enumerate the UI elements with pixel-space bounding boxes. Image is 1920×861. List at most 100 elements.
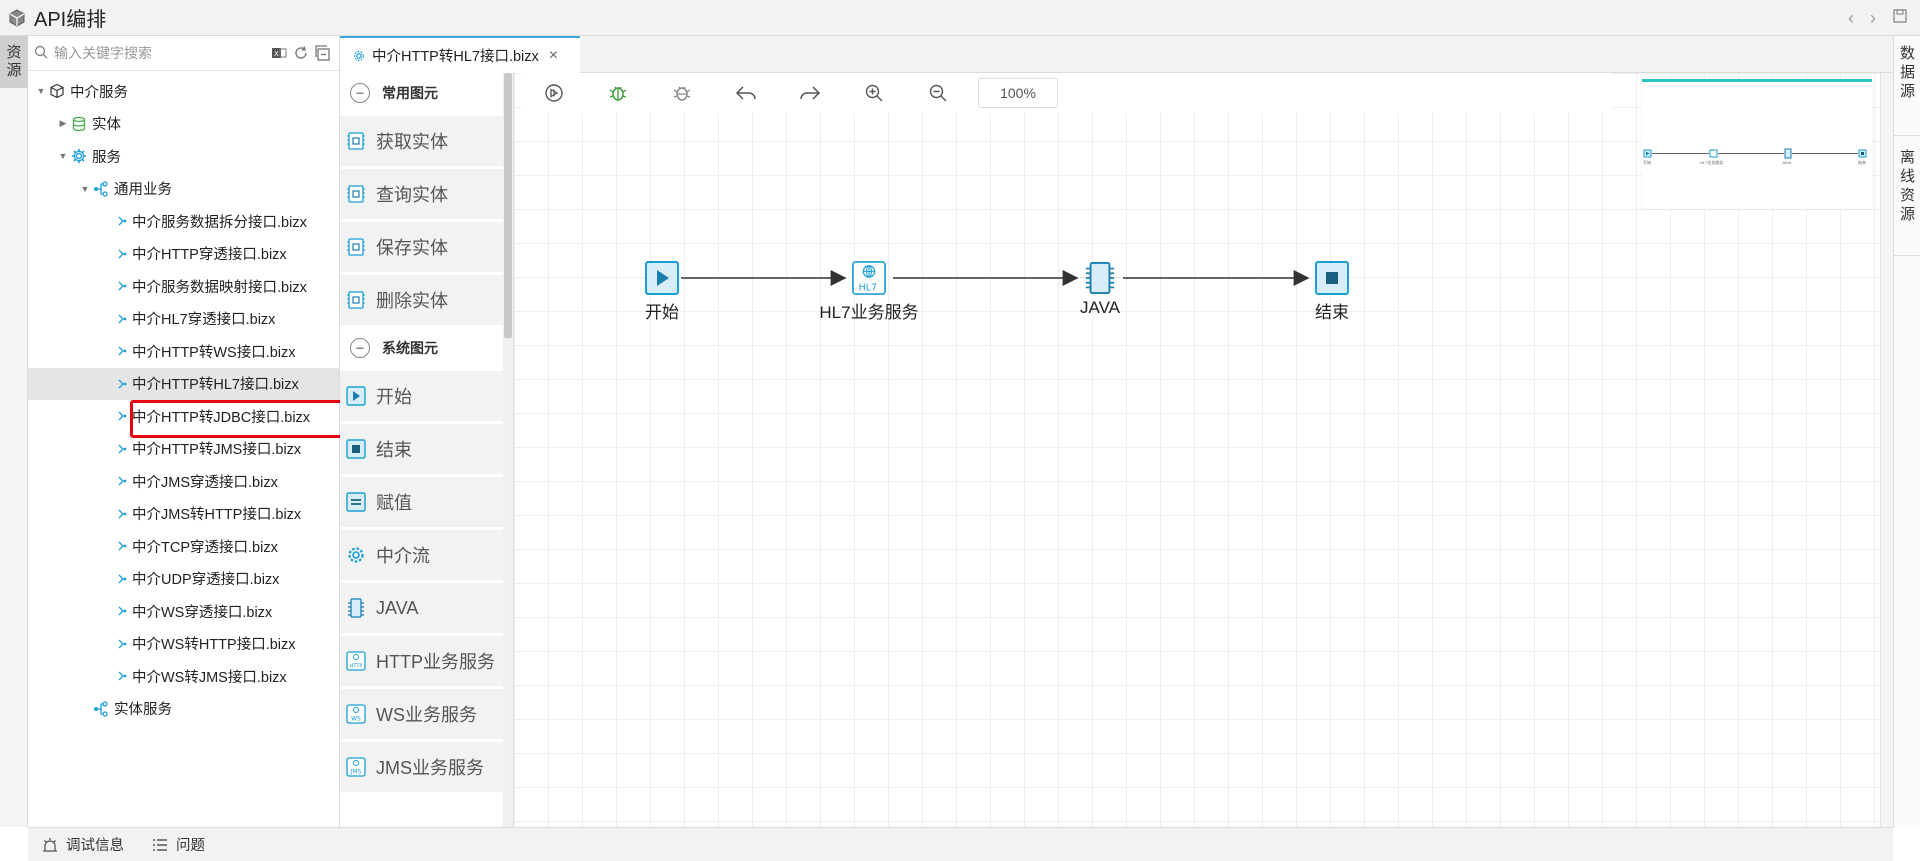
zoom-level-field[interactable]: 100% (978, 78, 1058, 108)
tree-node-general-business[interactable]: ▼ 通用业务 (28, 173, 339, 206)
flow-node-end[interactable]: 结束 (1310, 261, 1354, 323)
palette-item-label: 开始 (376, 387, 412, 407)
hl7-globe-icon: HL7 (852, 261, 886, 295)
redo-button[interactable] (778, 73, 842, 113)
flow-tree-icon (92, 180, 110, 198)
flow-edges (681, 270, 1310, 286)
assign-icon (346, 492, 366, 512)
palette-item[interactable]: 开始 (340, 371, 505, 421)
palette-group-common[interactable]: − 常用图元 (340, 73, 513, 113)
palette-item[interactable]: 中介流 (340, 530, 505, 580)
tree-file-item[interactable]: 中介HTTP转JDBC接口.bizx (28, 400, 339, 433)
tree-file-item[interactable]: 中介UDP穿透接口.bizx (28, 563, 339, 596)
svg-text:X: X (274, 50, 279, 58)
refresh-icon[interactable] (291, 43, 311, 63)
tree-file-label: 中介HTTP转HL7接口.bizx (132, 377, 299, 394)
run-button[interactable] (522, 73, 586, 113)
collapse-group-icon[interactable]: − (350, 338, 370, 358)
tree-node-entity[interactable]: ▶ 实体 (28, 108, 339, 141)
tab-offline-resources[interactable]: 离 线 资 源 (1894, 136, 1920, 256)
tab-resources[interactable]: 资 源 (0, 36, 28, 88)
flow-node-start[interactable]: 开始 (640, 261, 684, 323)
scrollbar-thumb[interactable] (504, 73, 512, 338)
expand-arrow-icon[interactable]: ▼ (80, 183, 90, 194)
stop-debug-button[interactable] (650, 73, 714, 113)
expand-arrow-icon[interactable]: ▼ (58, 151, 68, 162)
tree-file-item[interactable]: 中介WS转JMS接口.bizx (28, 660, 339, 693)
save-icon[interactable] (1892, 8, 1908, 29)
package-icon (48, 82, 66, 100)
debug-info-label: 调试信息 (66, 838, 124, 854)
bug-icon (609, 86, 627, 101)
tree-file-item[interactable]: 中介TCP穿透接口.bizx (28, 530, 339, 563)
palette-item[interactable]: 赋值 (340, 477, 505, 527)
bug-stop-icon (673, 86, 691, 101)
collapse-group-icon[interactable]: − (350, 83, 370, 103)
left-tab-strip: 资 源 (0, 36, 28, 827)
expand-arrow-icon[interactable]: ▼ (36, 86, 46, 97)
debug-info-tab[interactable]: 调试信息 (42, 834, 124, 855)
tree-file-item[interactable]: 中介HTTP穿透接口.bizx (28, 238, 339, 271)
export-excel-icon[interactable]: X (269, 43, 289, 63)
nav-back-icon[interactable]: ‹ (1848, 7, 1854, 28)
tree-file-item[interactable]: 中介HL7穿透接口.bizx (28, 303, 339, 336)
palette-item[interactable]: 删除实体 (340, 275, 505, 325)
ws-icon: WS (346, 704, 366, 724)
zoom-in-icon (865, 84, 883, 102)
zoom-out-button[interactable] (906, 73, 970, 113)
gear-icon (346, 545, 366, 565)
minimap[interactable]: 开始 HL7业务服务 JAVA 结束 (1642, 79, 1872, 209)
problems-tab[interactable]: 问题 (152, 834, 205, 855)
close-icon[interactable]: × (548, 46, 559, 64)
palette-item[interactable]: 结束 (340, 424, 505, 474)
tree-node-entity-service[interactable]: 实体服务 (28, 693, 339, 726)
svg-text:JMS: JMS (350, 769, 362, 776)
canvas-scrollbar[interactable] (1880, 73, 1893, 827)
tree-node-label: 中介服务 (70, 84, 128, 101)
tree-file-item[interactable]: 中介WS穿透接口.bizx (28, 595, 339, 628)
palette-item[interactable]: JAVA (340, 583, 505, 633)
tree-file-label: 中介HL7穿透接口.bizx (132, 312, 276, 329)
tab-datasource[interactable]: 数 据 源 (1894, 36, 1920, 136)
svg-text:HTTP: HTTP (350, 664, 363, 670)
flow-canvas[interactable]: 100% 开始 HL7 HL7业务服务 JAVA 结束 (514, 73, 1880, 827)
palette-item[interactable]: 查询实体 (340, 169, 505, 219)
resource-panel: X ▼ 中介服务 ▶ 实体 ▼ 服务 (28, 36, 352, 827)
tree-node-root[interactable]: ▼ 中介服务 (28, 75, 339, 108)
tree-node-label: 通用业务 (114, 182, 172, 199)
palette-item-label: 删除实体 (376, 291, 448, 311)
nav-forward-icon[interactable]: › (1870, 7, 1876, 28)
tree-node-label: 服务 (92, 149, 121, 166)
bizx-file-icon (116, 505, 128, 523)
zoom-in-button[interactable] (842, 73, 906, 113)
palette-item[interactable]: 保存实体 (340, 222, 505, 272)
tree-node-label: 实体服务 (114, 702, 172, 719)
tree-file-item[interactable]: 中介服务数据拆分接口.bizx (28, 205, 339, 238)
tree-file-item[interactable]: 中介JMS穿透接口.bizx (28, 465, 339, 498)
http-icon: HTTP (346, 651, 366, 671)
palette-item[interactable]: 获取实体 (340, 116, 505, 166)
palette-group-system[interactable]: − 系统图元 (340, 328, 513, 368)
tree-file-item[interactable]: 中介服务数据映射接口.bizx (28, 270, 339, 303)
delete-entity-icon (346, 290, 366, 310)
tree-file-item[interactable]: 中介HTTP转WS接口.bizx (28, 335, 339, 368)
search-input[interactable] (54, 45, 267, 61)
collapse-arrow-icon[interactable]: ▶ (59, 118, 67, 129)
palette-scrollbar[interactable] (503, 73, 513, 827)
tree-file-item[interactable]: 中介WS转HTTP接口.bizx (28, 628, 339, 661)
collapse-all-icon[interactable] (313, 43, 333, 63)
flow-node-hl7-service[interactable]: HL7 HL7业务服务 (814, 261, 924, 323)
undo-button[interactable] (714, 73, 778, 113)
tab-active-file[interactable]: 中介HTTP转HL7接口.bizx × (340, 36, 580, 73)
tree-file-item[interactable]: 中介HTTP转JMS接口.bizx (28, 433, 339, 466)
bizx-file-icon (116, 472, 128, 490)
debug-button[interactable] (586, 73, 650, 113)
tree-file-label: 中介JMS转HTTP接口.bizx (132, 507, 302, 524)
tree-file-item[interactable]: 中介JMS转HTTP接口.bizx (28, 498, 339, 531)
flow-node-java[interactable]: JAVA (1078, 261, 1122, 318)
tree-node-service[interactable]: ▼ 服务 (28, 140, 339, 173)
tree-file-item[interactable]: 中介HTTP转HL7接口.bizx (28, 367, 339, 400)
